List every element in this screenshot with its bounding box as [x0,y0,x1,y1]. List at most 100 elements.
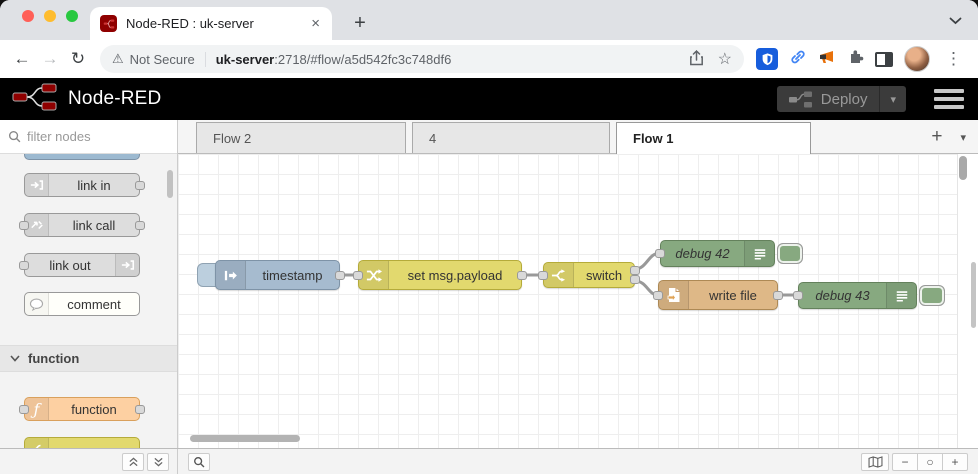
output-port[interactable] [335,270,345,280]
change-icon [359,261,389,289]
palette-node-label: function [71,401,117,417]
link-extension-icon[interactable] [789,48,807,71]
zoom-reset-button[interactable]: ○ [917,452,943,471]
add-flow-button[interactable]: + [931,126,943,147]
node-label: debug 43 [815,288,870,303]
minimize-window-button[interactable] [44,10,56,22]
input-port[interactable] [655,249,665,258]
palette-search[interactable] [0,120,177,154]
nodered-header: Node-RED Deploy ▾ [0,78,978,120]
flow-node-debug-43[interactable]: debug 43 [793,282,917,309]
browser-tab[interactable]: Node-RED : uk-server × [90,7,332,40]
palette-node-clipped-top[interactable] [24,154,140,160]
output-port[interactable] [517,270,527,280]
output-port[interactable] [135,180,145,190]
output-port[interactable] [135,220,145,230]
zoom-out-button[interactable]: − [892,452,918,471]
forward-button[interactable]: → [41,49,59,68]
extensions-puzzle-icon[interactable] [847,48,864,70]
minimap-toggle-button[interactable] [861,452,889,471]
bitwarden-extension-icon[interactable] [756,48,778,70]
flow-tab-bar: Flow 2 4 Flow 1 + ▾ [178,120,978,154]
input-port[interactable] [19,404,29,414]
input-port[interactable] [353,270,363,280]
palette-expand-all-button[interactable] [147,452,169,471]
debug-console-icon [886,283,916,308]
palette-node-link-in[interactable]: link in [24,173,145,197]
output-port-2[interactable] [630,275,640,284]
tab-flow-1[interactable]: Flow 1 [616,122,811,154]
zoom-in-button[interactable]: + [942,452,968,471]
deploy-button[interactable]: Deploy [777,91,880,108]
close-window-button[interactable] [22,10,34,22]
palette-node-label: comment [67,296,121,312]
macos-traffic-lights [22,10,78,22]
flow-node-change[interactable]: set msg.payload [353,260,527,290]
palette-node-link-call[interactable]: link call [19,213,145,237]
comment-bubble-icon [25,293,49,315]
new-tab-button[interactable]: + [354,11,366,34]
input-port[interactable] [19,260,29,270]
profile-avatar[interactable] [904,46,930,72]
tab-flow-4[interactable]: 4 [412,122,610,153]
share-icon[interactable] [689,49,704,69]
filter-nodes-input[interactable] [27,129,147,144]
canvas-horizontal-scrollbar[interactable] [190,435,300,442]
debug-toggle-button[interactable] [777,243,803,264]
editor-footer: − ○ + [0,448,978,474]
flow-node-write-file[interactable]: write file [653,280,783,310]
flow-node-debug-42[interactable]: debug 42 [655,240,775,267]
palette-node-clipped-bottom[interactable] [24,437,140,448]
bookmark-star-icon[interactable]: ☆ [717,51,732,68]
deploy-options-caret[interactable]: ▾ [879,86,906,112]
debug-toggle-button[interactable] [919,285,945,306]
palette-node-comment[interactable]: comment [24,292,140,316]
flow-canvas[interactable]: timestamp set msg.payload switch [178,154,978,448]
back-button[interactable]: ← [13,49,31,68]
browser-menu-icon[interactable]: ⋮ [945,49,962,68]
search-icon [194,456,205,467]
flow-node-switch[interactable]: switch [538,262,640,288]
fullscreen-window-button[interactable] [66,10,78,22]
palette-collapse-all-button[interactable] [122,452,144,471]
palette-scrollbar[interactable] [167,170,173,198]
reload-button[interactable]: ↻ [70,49,86,68]
url-host: uk-server [215,51,275,67]
file-icon [659,281,689,309]
tab-close-icon[interactable]: × [311,15,320,32]
output-port[interactable] [135,404,145,414]
search-flows-button[interactable] [188,452,210,471]
main-menu-icon[interactable] [934,89,964,109]
output-port-1[interactable] [630,266,640,275]
deploy-button-group: Deploy ▾ [776,86,906,112]
megaphone-extension-icon[interactable] [818,48,836,70]
address-bar[interactable]: ⚠ Not Secure uk-server :2718/#flow/a5d54… [100,45,744,73]
palette-scroll-area[interactable]: link in link call link out [0,154,177,448]
palette-node-function[interactable]: ƒ function [19,397,145,421]
flow-list-caret[interactable]: ▾ [960,131,966,144]
palette-footer [0,449,178,474]
link-out-icon [115,254,139,276]
canvas-vertical-scrollbar[interactable] [959,156,967,180]
node-label: timestamp [262,267,323,283]
side-panel-icon[interactable] [875,51,893,67]
palette-node-link-out[interactable]: link out [19,253,140,277]
not-secure-warning-icon: ⚠ [112,51,124,66]
tab-flow-2[interactable]: Flow 2 [196,122,406,153]
function-icon: ƒ [25,398,49,420]
page-scrollbar[interactable] [971,262,976,328]
input-port[interactable] [653,290,663,300]
tab-title: Node-RED : uk-server [126,16,254,31]
input-port[interactable] [793,291,803,300]
deploy-label: Deploy [820,90,868,108]
extension-icons: ⋮ [752,46,970,72]
input-port[interactable] [538,270,548,280]
palette-category-function[interactable]: function [0,345,177,372]
input-port[interactable] [19,220,29,230]
not-secure-label[interactable]: Not Secure [129,51,195,67]
deploy-icon [788,91,812,107]
output-port[interactable] [773,290,783,300]
tab-search-chevron-icon[interactable] [949,12,962,30]
flow-node-inject[interactable]: timestamp [215,260,345,290]
